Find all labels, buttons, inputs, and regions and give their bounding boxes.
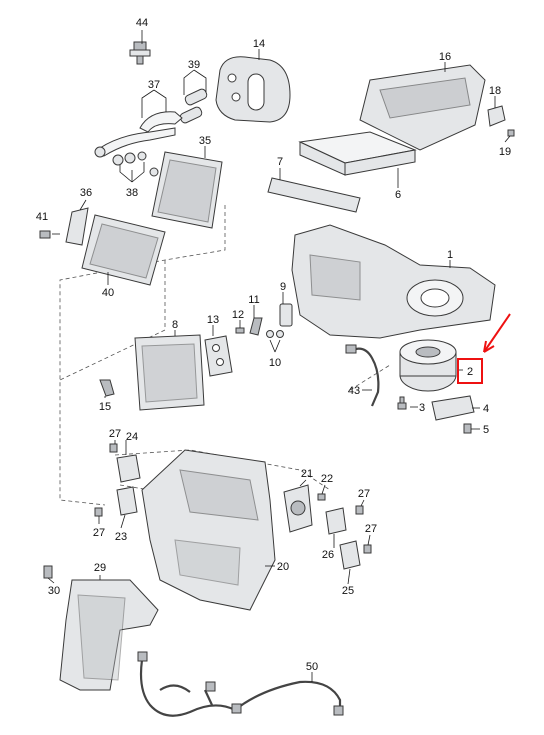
- part-13-connector: [204, 335, 233, 377]
- callout-27-d: 27: [365, 523, 377, 535]
- leader-lines: [47, 30, 511, 682]
- callout-16: 16: [439, 51, 451, 63]
- part-22-screw: [317, 493, 326, 501]
- callout-43: 43: [348, 385, 360, 397]
- part-50-wiring-harness: [137, 651, 344, 717]
- part-27-screw-c: [355, 505, 364, 515]
- callout-19: 19: [499, 146, 511, 158]
- part-20-heater-housing: [141, 449, 276, 611]
- part-27-screw-b: [94, 507, 103, 517]
- part-27-screw-a: [109, 443, 118, 453]
- part-27-screw-d: [363, 544, 372, 554]
- callout-27-c: 27: [358, 488, 370, 500]
- callout-39: 39: [188, 59, 200, 71]
- part-40-evaporator: [81, 214, 166, 286]
- callout-27-b: 27: [93, 527, 105, 539]
- part-14-seal-plate: [215, 56, 291, 123]
- callout-37: 37: [148, 79, 160, 91]
- part-11-clip: [249, 317, 263, 336]
- callout-50: 50: [306, 661, 318, 673]
- part-15-sensor: [99, 379, 115, 397]
- part-5-screw: [463, 423, 472, 434]
- part-44-bolt: [129, 41, 151, 65]
- part-23-actuator: [116, 486, 138, 516]
- callout-15: 15: [99, 401, 111, 413]
- callout-18: 18: [489, 85, 501, 97]
- callout-9: 9: [280, 281, 286, 293]
- part-35-heater-core: [151, 151, 223, 229]
- part-29-air-duct: [59, 579, 159, 691]
- callout-2: 2: [467, 366, 473, 378]
- part-37-refrigerant-pipes: [94, 111, 183, 158]
- part-26-actuator: [325, 507, 347, 535]
- callout-27-a: 27: [109, 428, 121, 440]
- callout-3: 3: [419, 402, 425, 414]
- callout-20: 20: [277, 561, 289, 573]
- callout-12: 12: [232, 309, 244, 321]
- highlight-box: [457, 358, 483, 384]
- callout-13: 13: [207, 314, 219, 326]
- part-39-pipe-fittings: [179, 88, 208, 124]
- assembly-guides: [59, 205, 391, 506]
- callout-44: 44: [136, 17, 148, 29]
- part-43-wiring: [345, 344, 380, 407]
- part-9-actuator: [279, 303, 293, 327]
- callout-23: 23: [115, 531, 127, 543]
- callout-14: 14: [253, 38, 265, 50]
- callout-5: 5: [483, 424, 489, 436]
- part-30-screw: [43, 565, 53, 579]
- part-38-o-rings: [112, 151, 159, 177]
- part-25-actuator: [339, 540, 361, 570]
- callout-41: 41: [36, 211, 48, 223]
- callout-25: 25: [342, 585, 354, 597]
- callout-22: 22: [321, 473, 333, 485]
- part-19-screw: [507, 129, 515, 137]
- callout-29: 29: [94, 562, 106, 574]
- part-18-module: [487, 105, 506, 127]
- callout-40: 40: [102, 287, 114, 299]
- part-1-air-distribution-housing: [291, 224, 496, 339]
- part-24-actuator: [116, 454, 141, 483]
- callout-11: 11: [248, 294, 259, 306]
- part-3-screw: [397, 396, 407, 410]
- callout-38: 38: [126, 187, 138, 199]
- callout-35: 35: [199, 135, 211, 147]
- callout-30: 30: [48, 585, 60, 597]
- part-36-bracket: [65, 207, 89, 246]
- callout-10: 10: [269, 357, 281, 369]
- callout-6: 6: [395, 189, 401, 201]
- part-7-air-flap: [267, 177, 361, 213]
- part-6-pollen-filter: [298, 131, 417, 176]
- callout-1: 1: [447, 249, 453, 261]
- callout-24: 24: [126, 431, 138, 443]
- callout-labels: 44 14 39 37 38 35 16 18 19 7 6 36 41 40 …: [36, 17, 511, 673]
- part-8-heat-exchanger: [134, 334, 205, 411]
- part-16-upper-housing: [359, 64, 486, 151]
- callout-36: 36: [80, 187, 92, 199]
- callout-26: 26: [322, 549, 334, 561]
- highlight-marker: [457, 313, 511, 384]
- part-10-pins: [266, 330, 284, 338]
- part-2-blower-motor: [399, 339, 457, 392]
- part-4-resistor: [431, 395, 475, 421]
- callout-21: 21: [301, 468, 313, 480]
- callout-4: 4: [483, 403, 489, 415]
- callout-8: 8: [172, 319, 178, 331]
- part-12-screw: [235, 327, 245, 334]
- part-21-servo-motor: [283, 484, 313, 533]
- callout-7: 7: [277, 156, 283, 168]
- part-41-screw: [39, 230, 51, 239]
